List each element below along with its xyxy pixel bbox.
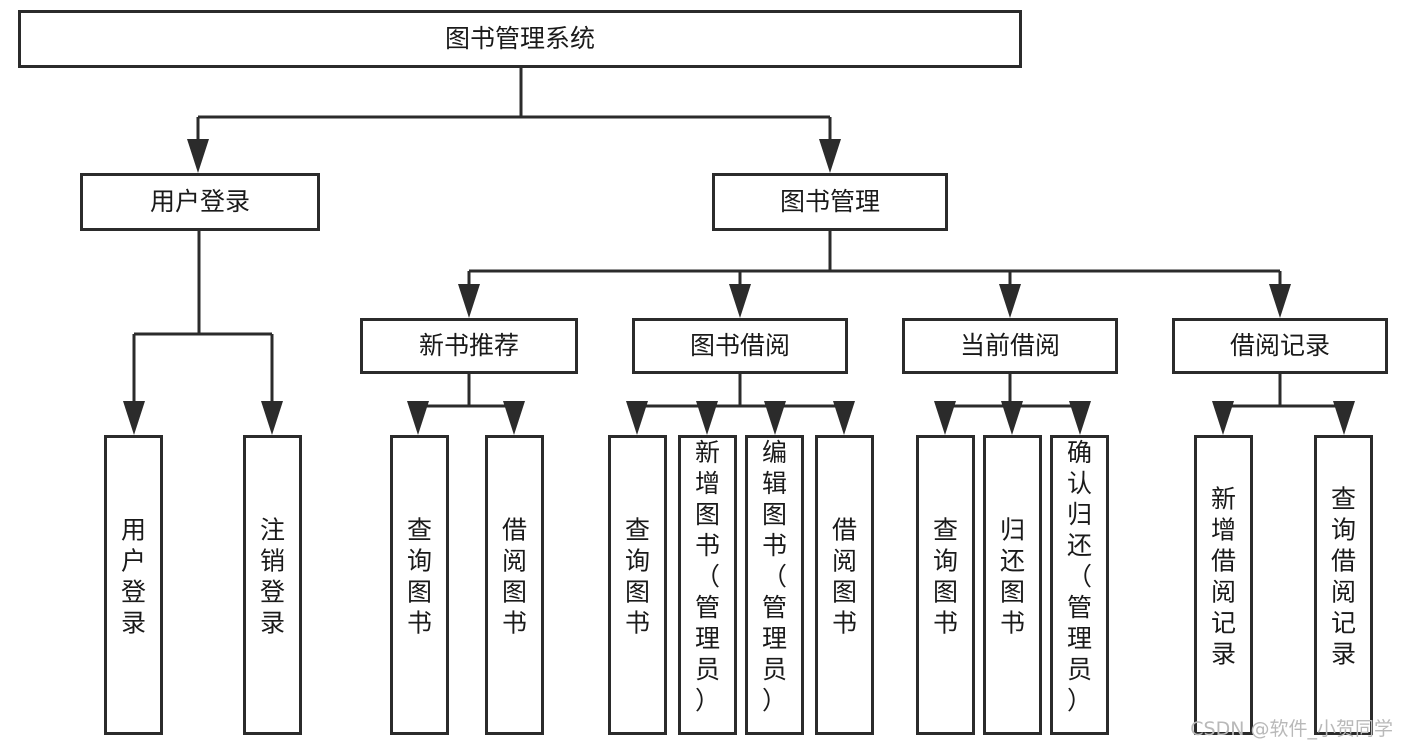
arrow-head-icon bbox=[261, 401, 283, 435]
arrow-head-icon bbox=[458, 284, 480, 318]
node-box[interactable] bbox=[243, 435, 302, 735]
node-box[interactable] bbox=[815, 435, 874, 735]
node-new-book-rec[interactable]: 新书推荐 bbox=[360, 318, 578, 374]
node-book-borrow[interactable]: 图书借阅 bbox=[632, 318, 848, 374]
arrow-head-icon bbox=[696, 401, 718, 435]
arrow-head-icon bbox=[1269, 284, 1291, 318]
node-box[interactable] bbox=[745, 435, 804, 735]
node-box[interactable] bbox=[1314, 435, 1373, 735]
node-box[interactable] bbox=[390, 435, 449, 735]
node-leaf-add-record[interactable]: 新增借阅记录 bbox=[1194, 435, 1253, 735]
node-label: 借阅图书 bbox=[502, 516, 527, 638]
arrow-head-icon bbox=[626, 401, 648, 435]
node-leaf-edit-book[interactable]: 编辑图书（管理员） bbox=[745, 435, 804, 735]
node-box[interactable] bbox=[1050, 435, 1109, 735]
node-book-manage[interactable]: 图书管理 bbox=[712, 173, 948, 231]
node-leaf-query-book-2[interactable]: 查询图书 bbox=[608, 435, 667, 735]
arrow-head-icon bbox=[1069, 401, 1091, 435]
node-leaf-user-login[interactable]: 用户登录 bbox=[104, 435, 163, 735]
node-label: 图书借阅 bbox=[690, 331, 790, 360]
node-leaf-borrow-book-2[interactable]: 借阅图书 bbox=[815, 435, 874, 735]
connector-borrow-record bbox=[1212, 374, 1355, 435]
node-label: 新书推荐 bbox=[419, 331, 519, 360]
node-borrow-record[interactable]: 借阅记录 bbox=[1172, 318, 1388, 374]
connector-user-login bbox=[123, 231, 283, 435]
node-box[interactable] bbox=[916, 435, 975, 735]
node-label: 编辑图书（管理员） bbox=[762, 438, 787, 715]
node-box[interactable] bbox=[104, 435, 163, 735]
connector-new-book-rec bbox=[407, 374, 525, 435]
node-box[interactable] bbox=[1194, 435, 1253, 735]
arrow-head-icon bbox=[1001, 401, 1023, 435]
node-label: 用户登录 bbox=[150, 187, 250, 216]
node-label: 用户登录 bbox=[121, 516, 146, 638]
node-leaf-confirm-return[interactable]: 确认归还（管理员） bbox=[1050, 435, 1109, 735]
watermark-label: CSDN @软件_小贺同学 bbox=[1190, 718, 1393, 740]
arrow-head-icon bbox=[1333, 401, 1355, 435]
node-leaf-query-book-3[interactable]: 查询图书 bbox=[916, 435, 975, 735]
arrow-head-icon bbox=[764, 401, 786, 435]
arrow-head-icon bbox=[729, 284, 751, 318]
arrow-head-icon bbox=[833, 401, 855, 435]
node-layer: 图书管理系统用户登录图书管理新书推荐图书借阅当前借阅借阅记录用户登录注销登录查询… bbox=[18, 10, 1388, 735]
node-label: 图书管理 bbox=[780, 187, 880, 216]
node-label: 确认归还（管理员） bbox=[1067, 438, 1092, 715]
node-label: 图书管理系统 bbox=[445, 24, 595, 53]
node-leaf-query-book-1[interactable]: 查询图书 bbox=[390, 435, 449, 735]
node-label: 当前借阅 bbox=[960, 331, 1060, 360]
node-box[interactable] bbox=[632, 318, 848, 374]
arrow-head-icon bbox=[1212, 401, 1234, 435]
node-label: 新增图书（管理员） bbox=[695, 438, 720, 715]
node-root[interactable]: 图书管理系统 bbox=[18, 10, 1022, 68]
connector-layer bbox=[123, 68, 1355, 435]
arrow-head-icon bbox=[819, 139, 841, 173]
connector-current-borrow bbox=[934, 374, 1091, 435]
node-label: 归还图书 bbox=[1000, 516, 1025, 638]
arrow-head-icon bbox=[999, 284, 1021, 318]
arrow-head-icon bbox=[187, 139, 209, 173]
connector-root bbox=[187, 68, 841, 173]
node-box[interactable] bbox=[360, 318, 578, 374]
node-label: 借阅记录 bbox=[1230, 331, 1330, 360]
connector-book-manage bbox=[458, 231, 1291, 318]
node-box[interactable] bbox=[678, 435, 737, 735]
arrow-head-icon bbox=[934, 401, 956, 435]
node-leaf-return-book[interactable]: 归还图书 bbox=[983, 435, 1042, 735]
arrow-head-icon bbox=[503, 401, 525, 435]
node-user-login[interactable]: 用户登录 bbox=[80, 173, 320, 231]
node-box[interactable] bbox=[1172, 318, 1388, 374]
node-leaf-query-record[interactable]: 查询借阅记录 bbox=[1314, 435, 1373, 735]
node-current-borrow[interactable]: 当前借阅 bbox=[902, 318, 1118, 374]
node-label: 查询图书 bbox=[407, 516, 432, 638]
node-box[interactable] bbox=[983, 435, 1042, 735]
node-leaf-borrow-book-1[interactable]: 借阅图书 bbox=[485, 435, 544, 735]
node-box[interactable] bbox=[18, 10, 1022, 68]
arrow-head-icon bbox=[123, 401, 145, 435]
node-box[interactable] bbox=[485, 435, 544, 735]
node-label: 注销登录 bbox=[260, 516, 285, 638]
node-leaf-logout[interactable]: 注销登录 bbox=[243, 435, 302, 735]
node-box[interactable] bbox=[712, 173, 948, 231]
connector-book-borrow bbox=[626, 374, 855, 435]
node-label: 借阅图书 bbox=[832, 516, 857, 638]
node-box[interactable] bbox=[608, 435, 667, 735]
node-leaf-add-book[interactable]: 新增图书（管理员） bbox=[678, 435, 737, 735]
node-label: 新增借阅记录 bbox=[1211, 485, 1236, 669]
node-label: 查询图书 bbox=[625, 516, 650, 638]
node-label: 查询图书 bbox=[933, 516, 958, 638]
node-box[interactable] bbox=[80, 173, 320, 231]
node-label: 查询借阅记录 bbox=[1331, 485, 1356, 669]
node-box[interactable] bbox=[902, 318, 1118, 374]
arrow-head-icon bbox=[407, 401, 429, 435]
